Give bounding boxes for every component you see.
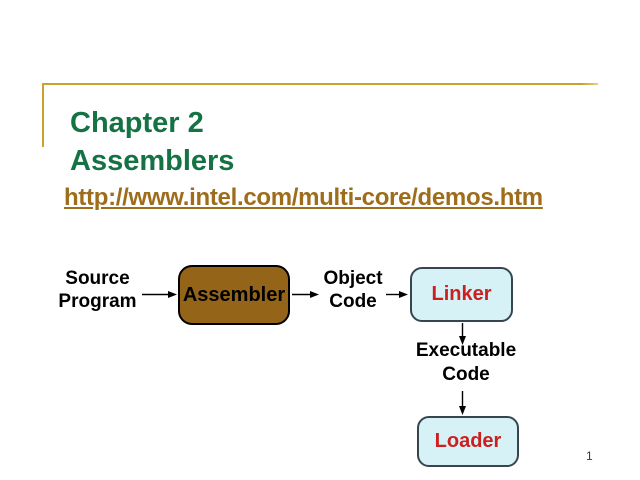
source-program-label: Source Program (40, 267, 155, 313)
executable-code-label-line1: Executable (415, 340, 517, 361)
slide-title-line1: Chapter 2 (70, 107, 204, 139)
slide-title-line2: Assemblers (70, 145, 235, 177)
accent-border-vertical (42, 83, 44, 147)
linker-box: Linker (410, 267, 513, 322)
assembler-box: Assembler (178, 265, 290, 325)
object-code-label-line1: Object (323, 268, 383, 289)
linker-box-label: Linker (431, 283, 492, 305)
assembler-box-label: Assembler (182, 283, 286, 306)
source-program-label-line1: Source (65, 268, 130, 289)
executable-code-label: Executable Code (406, 339, 526, 387)
object-code-label: Object Code (305, 267, 401, 313)
loader-box: Loader (417, 416, 519, 467)
source-program-label-line2: Program (58, 291, 137, 312)
loader-box-label: Loader (434, 430, 502, 452)
accent-border-horizontal (42, 83, 598, 85)
object-code-label-line2: Code (329, 291, 377, 312)
arrow-executable-to-loader-icon (459, 391, 466, 415)
executable-code-label-line2: Code (442, 364, 490, 385)
page-number: 1 (586, 449, 593, 463)
intel-demos-link[interactable]: http://www.intel.com/multi-core/demos.ht… (64, 184, 543, 211)
